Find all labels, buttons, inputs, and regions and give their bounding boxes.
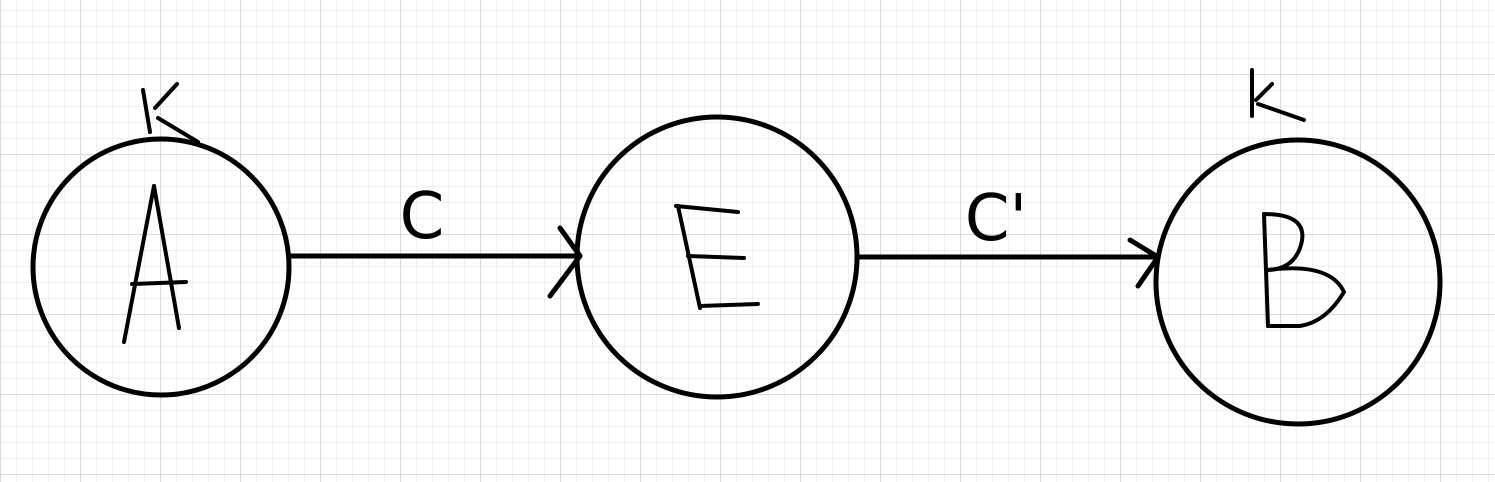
node-a-glyph [122, 184, 188, 344]
edge-e-b-arrowhead [1127, 237, 1161, 289]
edge-a-e-arrowhead [547, 225, 583, 299]
node-b-self-loop-label: K [1250, 68, 1306, 122]
edge-e-b-label: C' [965, 182, 1027, 256]
edge-a-e: C [287, 180, 583, 299]
node-b-glyph [1262, 212, 1346, 328]
node-b-circle [1153, 137, 1443, 427]
node-a-self-loop-label: K [141, 82, 200, 144]
node-e-glyph [674, 204, 760, 310]
node-b: B [1153, 137, 1443, 427]
edge-a-e-label: C [400, 180, 445, 254]
node-a-circle [30, 136, 292, 398]
node-e: E [574, 114, 860, 400]
node-a: A [30, 136, 292, 398]
edge-e-b: C' [855, 182, 1161, 289]
